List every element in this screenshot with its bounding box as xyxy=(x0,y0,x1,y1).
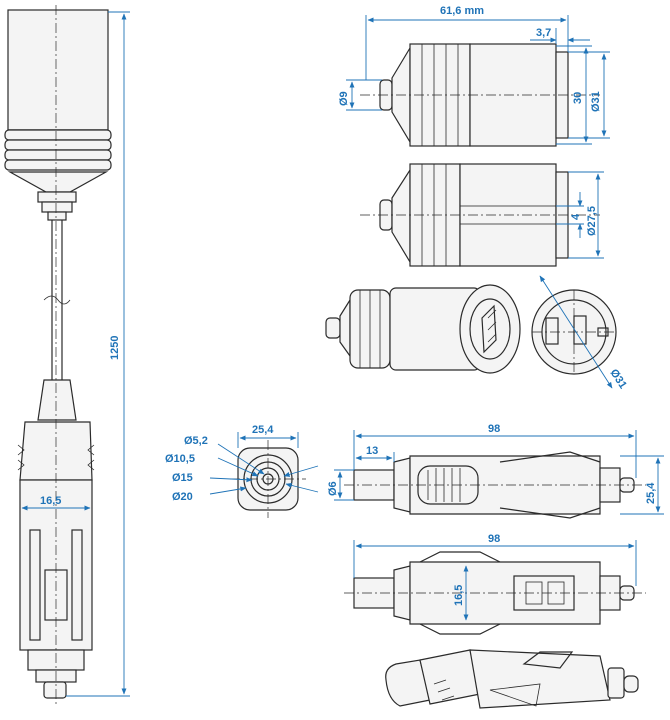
plug-side-view-mid xyxy=(344,551,646,635)
plug-dia-1-label: Ø5,2 xyxy=(184,435,208,447)
plug-tip-len-label: 13 xyxy=(366,445,378,457)
socket-section-view xyxy=(360,163,600,267)
dimension-plug-tip-dia: Ø6 xyxy=(327,469,354,501)
plug-tip-dia-label: Ø6 xyxy=(327,481,339,496)
plug-face-width-label: 25,4 xyxy=(252,424,274,436)
socket-taper xyxy=(7,171,109,193)
dimension-plug-tip-len: 13 xyxy=(355,445,395,462)
cable-assembly-view xyxy=(4,5,112,705)
dimension-plug-face-width: 25,4 xyxy=(237,424,299,448)
dimension-socket-slot: 4 Ø27,5 xyxy=(556,171,604,259)
socket-face-ellipse xyxy=(459,284,521,374)
dimension-plug-width-mid: 16,5 xyxy=(453,565,469,621)
dimension-socket-tip-dia: Ø9 xyxy=(338,79,382,111)
plug-end-face-view xyxy=(230,440,306,518)
socket-slot-label: 4 xyxy=(570,213,582,220)
plug-body-width-label: 25,4 xyxy=(645,482,657,504)
dimension-socket-flange: 3,7 xyxy=(530,27,590,44)
plug-perspective-view xyxy=(385,649,639,709)
socket-ribs xyxy=(4,129,112,171)
cable-break-mark xyxy=(43,295,71,305)
plug-strain-relief xyxy=(37,379,77,421)
plug-width-left-label: 16,5 xyxy=(40,495,61,507)
dimension-plug-length-mid: 98 xyxy=(353,533,637,586)
plug-dia-4-label: Ø20 xyxy=(172,491,193,503)
socket-length-label: 61,6 mm xyxy=(440,5,484,17)
strain-relief-top xyxy=(37,191,77,203)
dimension-plug-face-diameters: Ø5,2 Ø10,5 Ø15 Ø20 xyxy=(165,435,319,503)
plug-width-mid-label: 16,5 xyxy=(453,585,465,606)
plug-side-view-top xyxy=(344,451,646,519)
dimension-socket-body: 30 Ø31 xyxy=(556,45,610,145)
socket-tip-dia-label: Ø9 xyxy=(338,91,350,106)
plug-length-mid-label: 98 xyxy=(488,533,500,545)
socket-body-label: 30 xyxy=(572,92,584,104)
socket-dia-outer-label: Ø31 xyxy=(590,91,602,112)
cable-length-label: 1250 xyxy=(109,336,121,360)
plug-dia-3-label: Ø15 xyxy=(172,472,193,484)
dimension-plug-body-width: 25,4 xyxy=(620,455,664,515)
socket-face-dia-label: Ø31 xyxy=(607,367,628,391)
socket-flange-label: 3,7 xyxy=(536,27,551,39)
socket-face-view xyxy=(531,289,617,375)
plug-tip xyxy=(43,681,67,699)
dimension-plug-length-top: 98 xyxy=(353,423,637,478)
plug-dia-2-label: Ø10,5 xyxy=(165,453,195,465)
socket-dia-inner-label: Ø27,5 xyxy=(586,206,598,236)
socket-side-view xyxy=(360,43,600,147)
socket-body xyxy=(7,9,109,131)
dimension-cable-length: 1250 xyxy=(66,11,130,697)
plug-length-top-label: 98 xyxy=(488,423,500,435)
socket-perspective-view xyxy=(325,284,521,374)
dimension-plug-width-left: 16,5 xyxy=(21,495,91,511)
